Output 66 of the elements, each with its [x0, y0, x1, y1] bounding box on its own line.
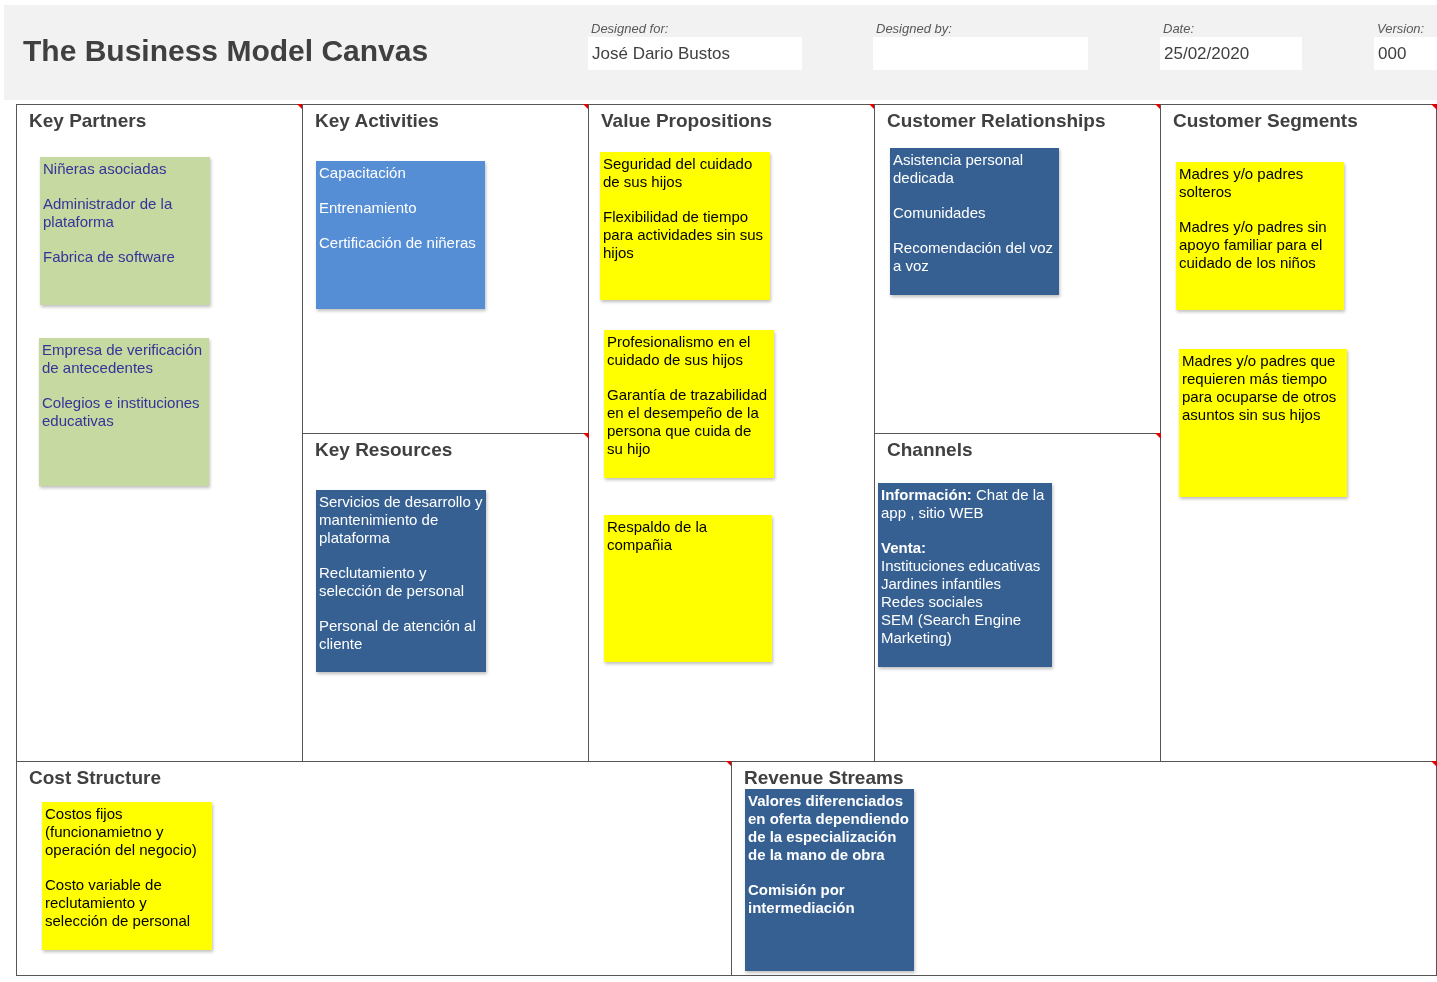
- note-text: Valores diferenciados en oferta dependiendo de la especialización de la mano de obra: [748, 792, 910, 864]
- note-text: SEM (Search Engine Marketing): [881, 611, 1023, 647]
- sticky-note: [1176, 162, 1344, 310]
- section-heading: Customer Segments: [1173, 110, 1358, 132]
- canvas-section: [16, 104, 303, 762]
- note-text: Respaldo de la compañia: [607, 518, 709, 554]
- canvas-section: [731, 761, 1437, 976]
- note-text: Colegios e instituciones educativas: [42, 394, 201, 430]
- section-heading: Customer Relationships: [887, 110, 1106, 132]
- note-text: Empresa de verificación de antecedentes: [42, 341, 204, 377]
- note-text: Servicios de desarrollo y mantenimiento de plataforma: [319, 493, 483, 547]
- note-text: Comunidades: [893, 204, 986, 222]
- note-text: Jardines infantiles: [881, 575, 1002, 593]
- note-text: Asistencia personal dedicada: [893, 151, 1025, 187]
- note-text: Madres y/o padres solteros: [1179, 165, 1305, 201]
- section-heading: Value Propositions: [601, 110, 773, 132]
- canvas-section: [16, 761, 732, 976]
- note-text: Instituciones educativas: [881, 557, 1041, 575]
- note-text: Redes sociales: [881, 593, 983, 611]
- section-heading: Key Partners: [29, 110, 147, 132]
- sticky-note: [39, 338, 209, 486]
- note-text: Costo variable de reclutamiento y selección de personal: [45, 876, 192, 930]
- section-heading: Revenue Streams: [744, 767, 904, 789]
- field-value: 000: [1378, 44, 1407, 64]
- section-heading: Key Resources: [315, 439, 453, 461]
- sticky-note: [42, 802, 212, 950]
- note-text: Fabrica de software: [43, 248, 175, 266]
- note-text: Capacitación: [319, 164, 406, 182]
- sticky-note: [316, 161, 485, 309]
- field-value: José Dario Bustos: [592, 44, 730, 64]
- section-heading: Key Activities: [315, 110, 439, 132]
- note-text: Profesionalismo en el cuidado de sus hijos: [607, 333, 752, 369]
- sticky-note: [745, 789, 914, 971]
- note-text: Venta:: [881, 539, 926, 557]
- note-text: Garantía de trazabilidad en el desempeño de la persona que cuida de su hijo: [607, 386, 769, 458]
- sticky-note: [604, 515, 772, 662]
- section-heading: Cost Structure: [29, 767, 161, 789]
- section-heading: Channels: [887, 439, 973, 461]
- note-text: Recomendación del voz a voz: [893, 239, 1055, 275]
- field-label: Designed by:: [876, 21, 952, 36]
- sticky-note: [604, 330, 774, 478]
- note-text: Información: Chat de la app , sitio WEB: [881, 486, 1046, 522]
- sticky-note: [316, 490, 486, 672]
- note-text: Flexibilidad de tiempo para actividades sin sus hijos: [603, 208, 765, 262]
- canvas-section: [1160, 104, 1437, 762]
- note-text: Madres y/o padres que requieren más tiempo para ocuparse de otros asuntos sin sus hijos: [1182, 352, 1338, 424]
- sticky-note: [890, 148, 1059, 295]
- sticky-note: [600, 152, 770, 300]
- note-text: Costos fijos (funcionamietno y operación del negocio): [45, 805, 198, 859]
- note-text: Personal de atención al cliente: [319, 617, 477, 653]
- note-text: Seguridad del cuidado de sus hijos: [603, 155, 754, 191]
- sticky-note: [878, 483, 1052, 667]
- note-text: Niñeras asociadas: [43, 160, 167, 178]
- field-label: Version:: [1377, 21, 1425, 36]
- sticky-note: [1179, 349, 1347, 497]
- note-text: Madres y/o padres sin apoyo familiar para el cuidado de los niños: [1179, 218, 1328, 272]
- field-label: Designed for:: [591, 21, 669, 36]
- note-text: Entrenamiento: [319, 199, 417, 217]
- note-text: Certificación de niñeras: [319, 234, 476, 252]
- note-text: Administrador de la plataforma: [43, 195, 174, 231]
- note-text: Reclutamiento y selección de personal: [319, 564, 466, 600]
- title: The Business Model Canvas: [23, 34, 429, 68]
- sticky-note: [40, 157, 210, 305]
- field-value: 25/02/2020: [1164, 44, 1250, 64]
- field-label: Date:: [1163, 21, 1195, 36]
- note-text: Comisión por intermediación: [748, 881, 856, 917]
